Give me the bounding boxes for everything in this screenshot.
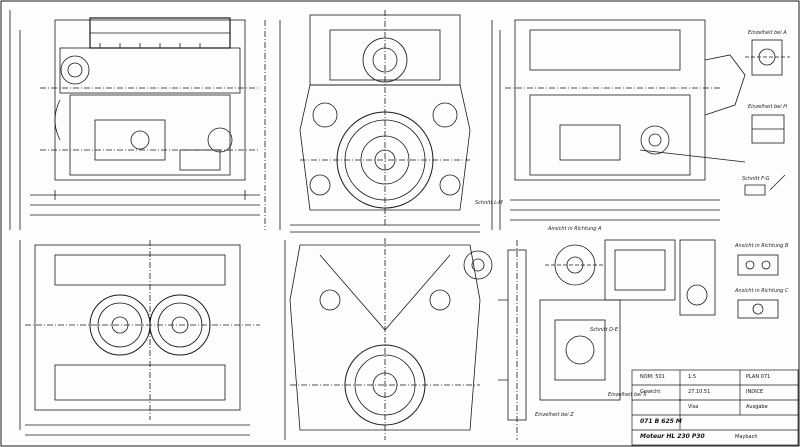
tb-norm: NOM: 501 (640, 374, 665, 380)
plan-view (19, 240, 260, 436)
detail-h-sketch (751, 114, 785, 144)
label-section-lm: Schnitt L-M (475, 200, 503, 206)
label-section-de: Schnitt D-E (590, 327, 618, 333)
label-view-b: Ansicht in Richtung B (735, 243, 789, 249)
side-elevation-view (9, 10, 266, 230)
detail-a-sketch (745, 39, 790, 76)
label-view-c: Ansicht in Richtung C (735, 288, 789, 294)
section-view (284, 238, 481, 440)
rear-side-view (499, 19, 746, 230)
tb-subtitle: Maybach (735, 434, 758, 440)
label-view-a: Ansicht in Richtung A (548, 226, 602, 232)
flywheel-side-section (498, 240, 527, 440)
tb-scale: 1:5 (688, 374, 697, 380)
tb-title: Moteur HL 230 P30 (640, 433, 705, 440)
tb-date: 27.10.51 (688, 389, 711, 395)
view-direction-c-sketch (737, 299, 779, 319)
tb-plan-no: PLAN 071 (746, 374, 771, 380)
tb-mod-status: Ausgabe (746, 404, 768, 410)
tb-weight: Gewicht (640, 389, 661, 395)
tb-visas: Visa (688, 404, 699, 410)
detail-x-disc (463, 250, 493, 280)
view-direction-a (545, 244, 605, 286)
section-fg-sketch (744, 174, 786, 196)
label-detail-h: Einzelheit bei H (748, 104, 787, 110)
tb-index: INDICE (746, 389, 764, 395)
label-detail-a: Einzelheit bei A (748, 30, 787, 36)
label-section-fg: Schnitt F-G (742, 176, 770, 182)
view-direction-b-sketch (737, 254, 779, 276)
label-detail-x: Einzelheit bei X (608, 392, 647, 398)
section-de-assembly (539, 299, 621, 401)
front-view (279, 10, 493, 233)
right-housing-view (604, 239, 716, 316)
tb-drawing-no: 071 B 625 M (640, 418, 682, 425)
label-detail-z: Einzelheit bei Z (535, 412, 574, 418)
title-block-frame (631, 369, 799, 446)
